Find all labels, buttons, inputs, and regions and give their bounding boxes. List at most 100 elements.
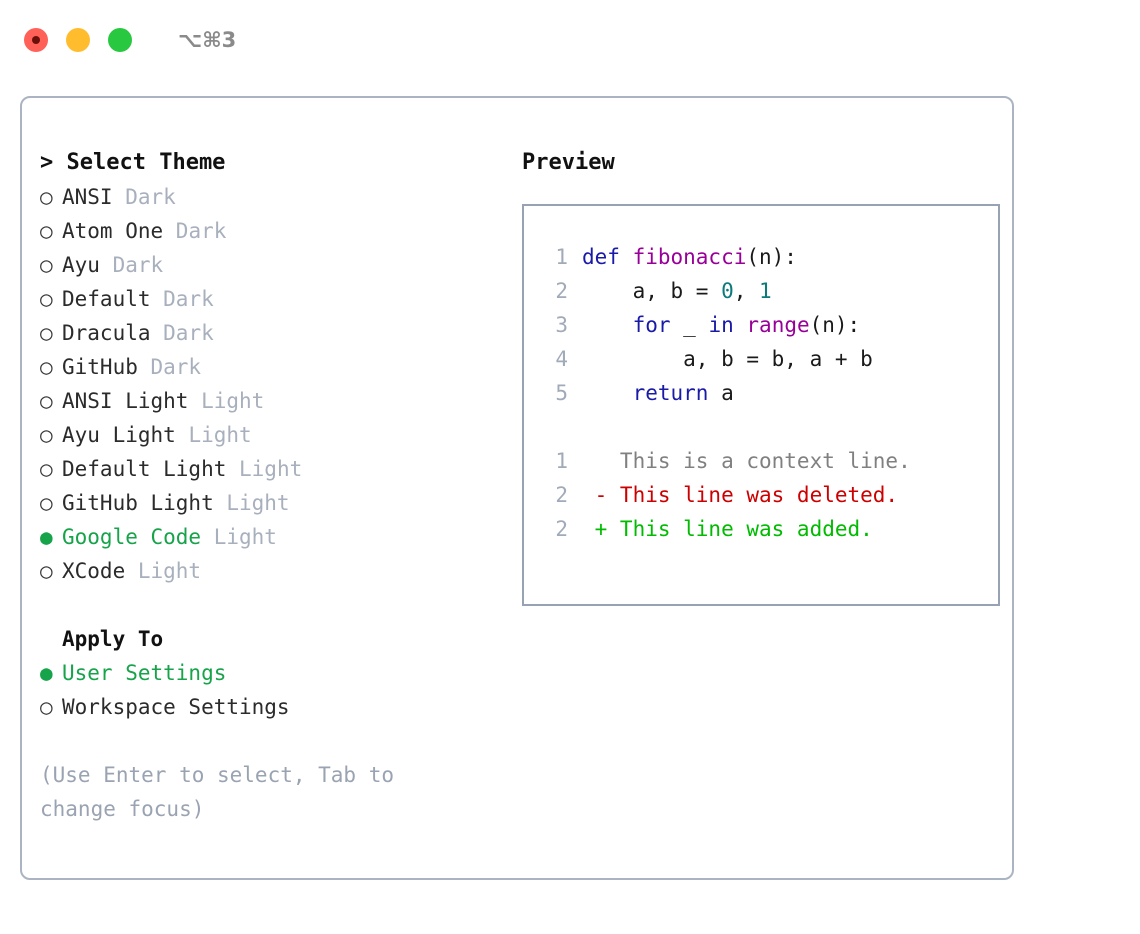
code-token-kw: for — [632, 313, 671, 337]
theme-option-kind: Dark — [112, 185, 176, 209]
theme-option-label: Ayu — [62, 253, 100, 277]
apply-to-option-workspace-settings[interactable]: ○ Workspace Settings — [40, 690, 500, 724]
theme-option-ayu-light[interactable]: ○Ayu Light Light — [40, 418, 500, 452]
main-panel: > Select Theme ○ANSI Dark○Atom One Dark○… — [20, 96, 1014, 880]
theme-option-label: ANSI — [62, 185, 113, 209]
apply-to-list[interactable]: ● User Settings ○ Workspace Settings — [40, 656, 500, 724]
minimize-button[interactable] — [66, 28, 90, 52]
list-spacer — [40, 588, 500, 622]
theme-option-default[interactable]: ○ Default Dark — [40, 282, 500, 316]
code-token-pln: , — [733, 279, 760, 303]
theme-option-github[interactable]: ○GitHub Dark — [40, 350, 500, 384]
radio-unselected-icon: ○ — [40, 287, 53, 311]
radio-unselected-icon: ○ — [40, 389, 53, 413]
code-token-num: 0 — [721, 279, 734, 303]
theme-option-kind: Dark — [163, 219, 227, 243]
apply-to-option-user-settings[interactable]: ● User Settings — [40, 656, 500, 690]
line-number: 2 — [555, 279, 568, 303]
radio-unselected-icon: ○ — [40, 321, 53, 345]
diff-line-ctx: 1 This is a context line. — [544, 444, 982, 478]
code-token-kw: return — [632, 381, 709, 405]
line-number: 4 — [555, 347, 568, 371]
code-line: 5 return a — [544, 376, 982, 410]
line-number: 1 — [555, 449, 568, 473]
line-number: 2 — [555, 483, 568, 507]
line-number: 3 — [555, 313, 568, 337]
code-diff-spacer — [544, 410, 982, 444]
keyboard-shortcut-label: ⌥⌘3 — [178, 28, 237, 52]
code-token-pln: a, b = — [582, 279, 722, 303]
page-title: > Select Theme — [40, 150, 226, 175]
code-line: 2 a, b = 0, 1 — [544, 274, 982, 308]
keyboard-hint: (Use Enter to select, Tab to change focu… — [40, 763, 395, 821]
theme-option-kind: Light — [188, 389, 265, 413]
code-line: 3 for _ in range(n): — [544, 308, 982, 342]
radio-unselected-icon: ○ — [40, 355, 53, 379]
diff-line-text: + This line was added. — [582, 517, 873, 541]
theme-option-google-code[interactable]: ● Google Code Light — [40, 520, 500, 554]
theme-option-ayu[interactable]: ○ Ayu Dark — [40, 248, 500, 282]
code-token-pln: a, b = b, a + b — [582, 347, 873, 371]
title-bar: ⌥⌘3 — [0, 0, 1140, 80]
radio-unselected-icon: ○ — [40, 695, 53, 719]
theme-option-label: Atom One — [62, 219, 164, 243]
theme-option-ansi[interactable]: ○ ANSI Dark — [40, 180, 500, 214]
theme-option-label: Default — [62, 287, 151, 311]
diff-line-text: - This line was deleted. — [582, 483, 899, 507]
apply-to-option-label: User Settings — [62, 661, 227, 685]
line-number: 1 — [555, 245, 568, 269]
radio-unselected-icon: ○ — [40, 457, 53, 481]
theme-option-kind: Dark — [150, 287, 214, 311]
diff-line-del: 2 - This line was deleted. — [544, 478, 982, 512]
code-line: 4 a, b = b, a + b — [544, 342, 982, 376]
code-token-kw: def — [582, 245, 633, 269]
theme-option-label: Ayu Light — [62, 423, 176, 447]
theme-list[interactable]: ○ ANSI Dark ○ Atom One Dark ○ Ayu Dark ○ Defaul… — [40, 180, 500, 588]
radio-unselected-icon: ○ — [40, 185, 53, 209]
theme-option-ansi-light[interactable]: ○ ANSI Light Light — [40, 384, 500, 418]
code-token-pln — [582, 313, 633, 337]
preview-title: Preview — [522, 150, 615, 175]
theme-option-label: Google Code — [62, 525, 202, 549]
close-button[interactable] — [24, 28, 48, 52]
theme-option-dracula[interactable]: ○Dracula Dark — [40, 316, 500, 350]
line-number: 5 — [555, 381, 568, 405]
theme-option-label: Default Light — [62, 457, 227, 481]
radio-unselected-icon: ○ — [40, 491, 53, 515]
code-token-pln: (n): — [809, 313, 861, 337]
diff-sample: 1 This is a context line.2 - This line w… — [544, 444, 982, 546]
code-token-pln — [734, 313, 747, 337]
code-token-pln: _ — [670, 313, 709, 337]
window-controls — [24, 28, 132, 52]
theme-option-default-light[interactable]: ○ Default Light Light — [40, 452, 500, 486]
theme-option-kind: Light — [125, 559, 202, 583]
code-token-fn: fibonacci — [632, 245, 747, 269]
radio-unselected-icon: ○ — [40, 423, 53, 447]
code-token-pln — [582, 381, 633, 405]
theme-option-kind: Dark — [99, 253, 164, 277]
radio-unselected-icon: ○ — [40, 253, 53, 277]
line-number: 2 — [555, 517, 568, 541]
radio-unselected-icon: ○ — [40, 559, 53, 583]
theme-selection-column: > Select Theme ○ANSI Dark○Atom One Dark○… — [40, 146, 500, 878]
theme-option-kind: Light — [201, 525, 277, 549]
maximize-button[interactable] — [108, 28, 132, 52]
theme-option-kind: Light — [226, 457, 303, 481]
diff-line-add: 2 + This line was added. — [544, 512, 982, 546]
theme-option-label: GitHub — [62, 355, 138, 379]
radio-selected-icon: ● — [40, 661, 53, 685]
code-token-num: 1 — [759, 279, 772, 303]
code-token-fn: range — [746, 313, 810, 337]
code-token-pln: a — [708, 381, 734, 405]
radio-unselected-icon: ○ — [40, 219, 53, 243]
theme-option-label: ANSI Light — [62, 389, 189, 413]
radio-selected-icon: ● — [40, 525, 53, 549]
theme-option-xcode[interactable]: ○XCode Light — [40, 554, 500, 588]
theme-option-github-light[interactable]: ○GitHub Light Light — [40, 486, 500, 520]
apply-to-option-label: Workspace Settings — [62, 695, 290, 719]
theme-option-atom-one[interactable]: ○ Atom One Dark — [40, 214, 500, 248]
